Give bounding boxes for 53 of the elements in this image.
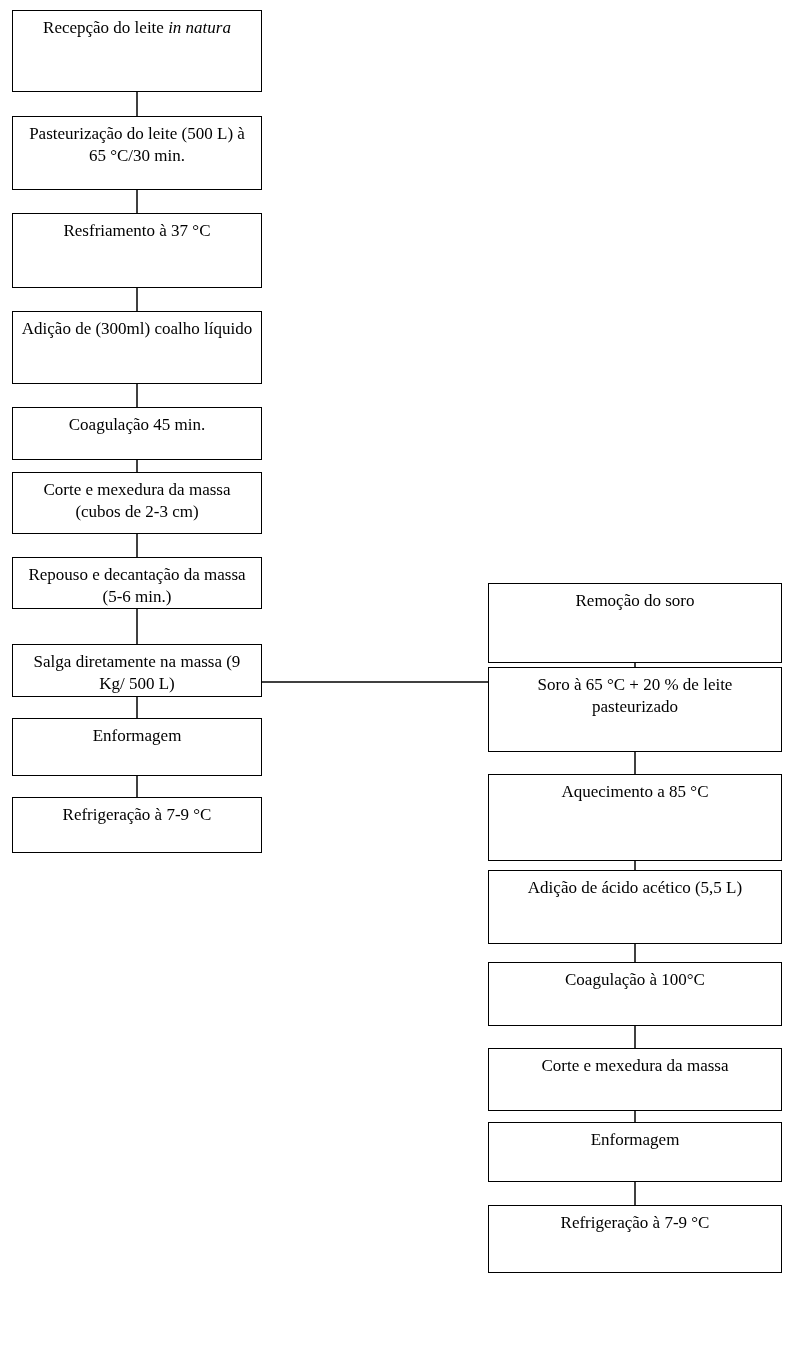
step-text: Coagulação à 100°C [564,969,706,991]
step-text: Adição de (300ml) coalho líquido [21,318,253,340]
step-text: Remoção do soro [574,590,696,612]
process-box [488,1205,782,1273]
process-box [12,10,262,92]
step-text: Refrigeração à 7-9 °C [559,1212,711,1234]
step-text: Resfriamento à 37 °C [62,220,212,242]
connector-line [634,1025,636,1049]
step-text: Pasteurização do leite (500 L) à 65 °C/30 min. [28,123,246,168]
connector-line [634,662,636,668]
step-text: Recepção do leite in natura [42,17,232,39]
process-box [12,718,262,776]
process-box [488,667,782,752]
connector-line [634,1110,636,1123]
connector-line [634,943,636,963]
connector-line [261,681,489,683]
step-text: Soro à 65 °C + 20 % de leite pasteurizado [536,674,734,719]
step-text: Coagulação 45 min. [67,414,207,436]
connector-line [136,287,138,312]
process-box [488,870,782,944]
process-box [12,472,262,534]
process-box [12,557,262,609]
process-box [488,1122,782,1182]
step-text: Aquecimento a 85 °C [560,781,710,803]
connector-line [634,1181,636,1206]
process-box [12,797,262,853]
connector-line [136,383,138,408]
connector-line [136,533,138,558]
connector-line [136,696,138,719]
step-text: Refrigeração à 7-9 °C [61,804,213,826]
process-box [12,311,262,384]
process-box [12,407,262,460]
process-box [12,213,262,288]
step-text: Corte e mexedura da massa (cubos de 2-3 cm) [42,479,232,524]
connector-line [136,775,138,798]
connector-line [136,608,138,645]
connector-line [136,459,138,473]
process-box [488,583,782,663]
process-box [488,774,782,861]
connector-line [634,751,636,775]
connector-line [634,860,636,871]
process-box [12,116,262,190]
process-box [488,962,782,1026]
connector-line [136,91,138,117]
step-text: Salga diretamente na massa (9 Kg/ 500 L) [32,651,242,696]
step-text: Adição de ácido acético (5,5 L) [526,877,744,899]
process-box [488,1048,782,1111]
step-text: Corte e mexedura da massa [540,1055,730,1077]
step-text: Enformagem [589,1129,681,1151]
step-text: Enformagem [91,725,183,747]
process-box [12,644,262,697]
connector-line [136,189,138,214]
step-text: Repouso e decantação da massa (5-6 min.) [27,564,247,609]
